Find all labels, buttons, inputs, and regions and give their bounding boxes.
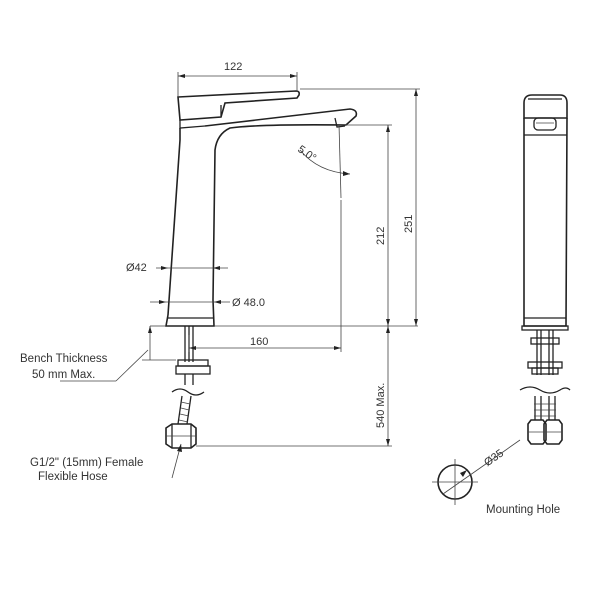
dimension-body-diameter: Ø 48.0 bbox=[150, 297, 265, 309]
dim-540-label: 540 Max. bbox=[375, 383, 387, 428]
bench-thickness-value: 50 mm Max. bbox=[32, 369, 95, 381]
dim-48-label: Ø 48.0 bbox=[232, 297, 265, 309]
tap-side-view bbox=[519, 94, 571, 445]
hose-label-line2: Flexible Hose bbox=[38, 471, 108, 483]
handle-lever bbox=[177, 90, 300, 121]
dim-122-label: 122 bbox=[224, 61, 242, 73]
dimension-540: 540 Max. bbox=[196, 326, 392, 447]
dim-160-label: 160 bbox=[250, 336, 268, 348]
dimension-angle: 5.0° bbox=[295, 123, 351, 199]
hose-callout: G1/2" (15mm) Female Flexible Hose bbox=[30, 443, 182, 483]
dim-42-label: Ø42 bbox=[126, 262, 147, 274]
tap-base bbox=[165, 299, 215, 327]
mounting-shank bbox=[175, 326, 211, 385]
dim-35-label: Ø35 bbox=[482, 447, 506, 469]
dimension-122: 122 bbox=[177, 61, 298, 97]
flexible-hose bbox=[165, 395, 197, 449]
dim-251-label: 251 bbox=[403, 215, 415, 233]
dimension-160: 160 bbox=[188, 200, 342, 352]
tap-front-view bbox=[165, 90, 358, 449]
mounting-hole-view: Ø35 Mounting Hole bbox=[432, 439, 560, 516]
bench-thickness-dimension: Bench Thickness 50 mm Max. bbox=[20, 326, 176, 382]
dim-212-label: 212 bbox=[375, 227, 387, 245]
spout bbox=[204, 108, 358, 301]
dim-angle-label: 5.0° bbox=[295, 143, 318, 164]
mounting-hole-label: Mounting Hole bbox=[486, 504, 560, 516]
hose-label-line1: G1/2" (15mm) Female bbox=[30, 457, 143, 469]
dimension-251: 251 bbox=[300, 88, 420, 326]
bench-thickness-label: Bench Thickness bbox=[20, 353, 108, 365]
dimension-base-diameter: Ø42 bbox=[126, 262, 228, 274]
dimension-212: 212 bbox=[346, 124, 392, 326]
